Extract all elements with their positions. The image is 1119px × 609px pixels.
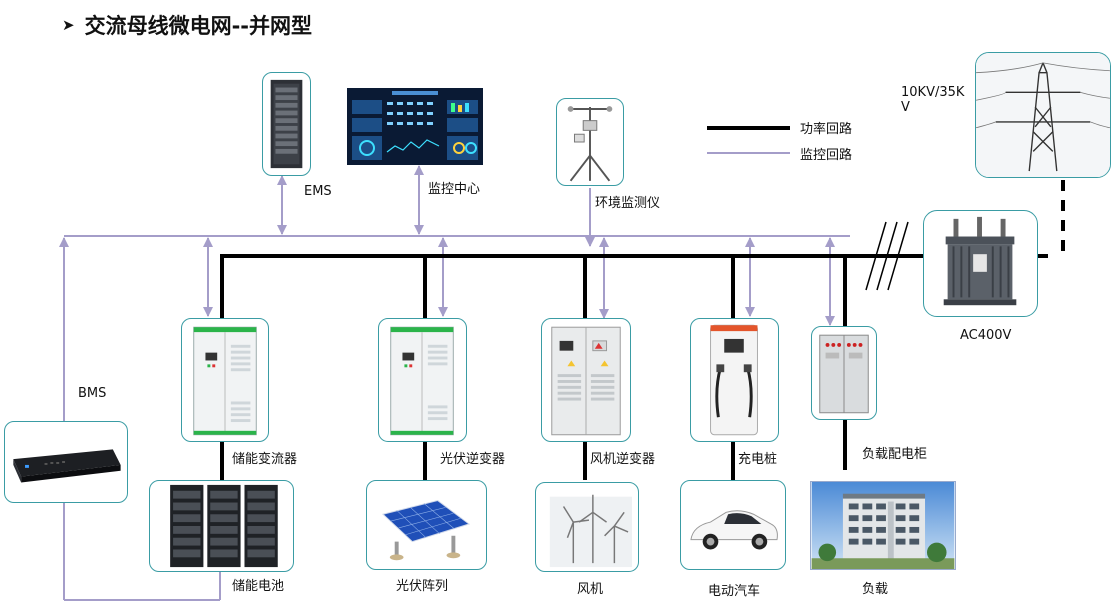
electric-car-icon — [690, 510, 778, 550]
title-text: 交流母线微电网--并网型 — [84, 14, 313, 38]
load-box — [810, 481, 956, 570]
load-cabinet-label: 负载配电柜 — [862, 447, 928, 462]
bms-box — [4, 421, 128, 503]
env-monitor-box — [556, 98, 624, 186]
legend-monitor-label: 监控回路 — [800, 148, 853, 163]
charging-pile-icon — [710, 324, 758, 436]
ems-box — [262, 72, 311, 176]
monitor-center-box — [347, 88, 483, 165]
power-lines — [220, 180, 1065, 480]
load-cabinet-box — [811, 326, 877, 420]
weather-station-icon — [567, 106, 613, 182]
transformer-box — [923, 210, 1038, 317]
ems-rack-icon — [270, 79, 303, 169]
solar-panel-icon — [381, 500, 471, 561]
monitor-lines — [59, 165, 850, 601]
ev-label: 电动汽车 — [708, 584, 761, 599]
break-marks — [865, 221, 909, 291]
dashboard-screen-icon — [347, 88, 483, 165]
pv-array-box — [366, 480, 487, 570]
building-icon — [811, 482, 955, 569]
grid-box — [975, 52, 1111, 178]
charger-box — [690, 318, 779, 442]
legend-power-label: 功率回路 — [800, 122, 853, 137]
wind-inverter-label: 风机逆变器 — [590, 452, 656, 467]
arrow-bullet-icon: ➤ — [62, 16, 75, 34]
load-label: 负载 — [862, 582, 889, 597]
pv-inverter-box — [378, 318, 467, 442]
wind-turbine-icon — [549, 494, 632, 568]
distribution-cabinet-icon — [819, 334, 869, 414]
monitor-center-label: 监控中心 — [428, 182, 481, 197]
page-title: ➤ 交流母线微电网--并网型 — [62, 10, 312, 40]
ac400-label: AC400V — [960, 328, 1012, 343]
pcs-box — [181, 318, 269, 442]
transformer-icon — [943, 216, 1017, 306]
grid-voltage-label: 10KV/35K V — [901, 85, 965, 115]
pv-inverter-label: 光伏逆变器 — [440, 452, 506, 467]
wind-inverter-cabinet-icon — [551, 326, 621, 436]
wind-turbine-box — [535, 482, 639, 572]
pcs-cabinet-icon — [193, 326, 257, 436]
env-monitor-label: 环境监测仪 — [595, 196, 661, 211]
pv-array-label: 光伏阵列 — [396, 579, 449, 594]
pylon-icon — [976, 53, 1110, 177]
inverter-cabinet-icon — [390, 326, 454, 436]
wind-inverter-box — [541, 318, 631, 442]
ev-box — [680, 480, 786, 570]
battery-label: 储能电池 — [232, 579, 285, 594]
battery-box — [149, 480, 294, 572]
bms-device-icon — [13, 449, 121, 483]
bms-label: BMS — [78, 386, 107, 401]
wind-turbine-label: 风机 — [577, 582, 604, 597]
ems-label: EMS — [304, 184, 332, 199]
charger-label: 充电桩 — [738, 452, 778, 467]
battery-rack-icon — [170, 484, 278, 568]
pcs-label: 储能变流器 — [232, 452, 298, 467]
